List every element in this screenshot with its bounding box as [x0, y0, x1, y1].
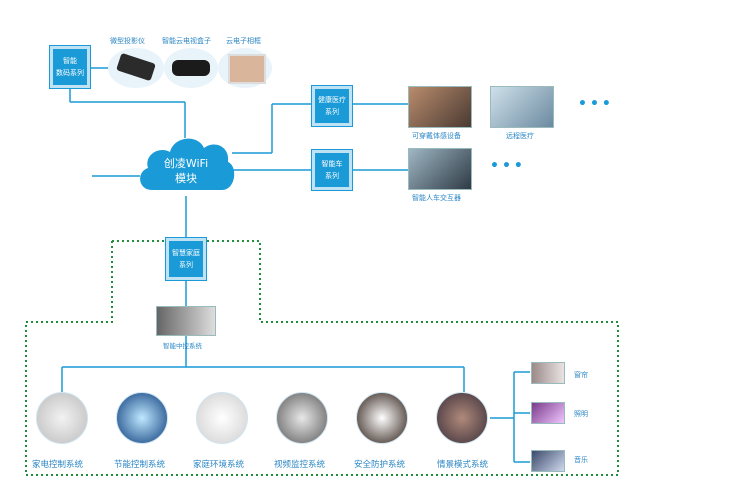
lighting-image [531, 402, 565, 424]
car-series-line1: 智能车 [321, 160, 343, 168]
health-more-dots: ••• [578, 96, 614, 112]
bulb-icon [116, 392, 168, 444]
wearable-label: 可穿戴体感设备 [412, 132, 461, 140]
home-series-line1: 智慧家庭 [172, 249, 200, 257]
system-label-environment: 家庭环境系统 [193, 460, 245, 470]
car-more-dots: ••• [490, 158, 526, 174]
home-series-line2: 系列 [179, 261, 193, 269]
camera-icon [276, 392, 328, 444]
system-label-scene: 情景模式系统 [437, 460, 489, 470]
system-label-security: 安全防护系统 [354, 460, 406, 470]
appliance-icon [36, 392, 88, 444]
health-series-line2: 系列 [325, 108, 339, 116]
central-control-image [156, 306, 216, 336]
car-interaction-label: 智能人车交互器 [412, 194, 461, 202]
security-icon [356, 392, 408, 444]
digital-series-line1: 智能 [63, 57, 77, 65]
cloud-label: 创凌WiFi 模块 [136, 156, 236, 186]
system-label-energy: 节能控制系统 [114, 460, 166, 470]
music-label: 音乐 [574, 456, 588, 464]
air-purifier-icon [196, 392, 248, 444]
tvbox-image [164, 48, 218, 88]
lighting-label: 照明 [574, 410, 588, 418]
car-series-line2: 系列 [325, 172, 339, 180]
car-interaction-image [408, 148, 472, 190]
music-image [531, 450, 565, 472]
frame-image [218, 48, 272, 88]
curtain-label: 窗帘 [574, 371, 588, 379]
system-label-appliance: 家电控制系统 [32, 460, 84, 470]
health-series-box: 健康医疗 系列 [312, 86, 352, 126]
car-series-box: 智能车 系列 [312, 150, 352, 190]
remote-medical-image [490, 86, 554, 128]
digital-series-line2: 数码系列 [56, 69, 84, 77]
home-series-box: 智慧家庭 系列 [166, 238, 206, 280]
projector-image [108, 48, 164, 88]
scene-icon [436, 392, 488, 444]
cloud-line1: 创凌WiFi [163, 157, 209, 170]
curtain-image [531, 362, 565, 384]
system-label-video: 视频监控系统 [274, 460, 326, 470]
cloud-line2: 模块 [175, 172, 197, 185]
central-control-label: 智能中控系统 [163, 342, 202, 350]
digital-series-box: 智能 数码系列 [50, 46, 90, 88]
home-system-boundary [25, 240, 619, 476]
wearable-image [408, 86, 472, 128]
frame-label: 云电子相框 [226, 37, 261, 45]
remote-medical-label: 远程医疗 [506, 132, 534, 140]
projector-label: 微型投影仪 [110, 37, 145, 45]
wifi-cloud [140, 138, 235, 190]
tvbox-label: 智能云电视盒子 [162, 37, 211, 45]
health-series-line1: 健康医疗 [318, 96, 346, 104]
